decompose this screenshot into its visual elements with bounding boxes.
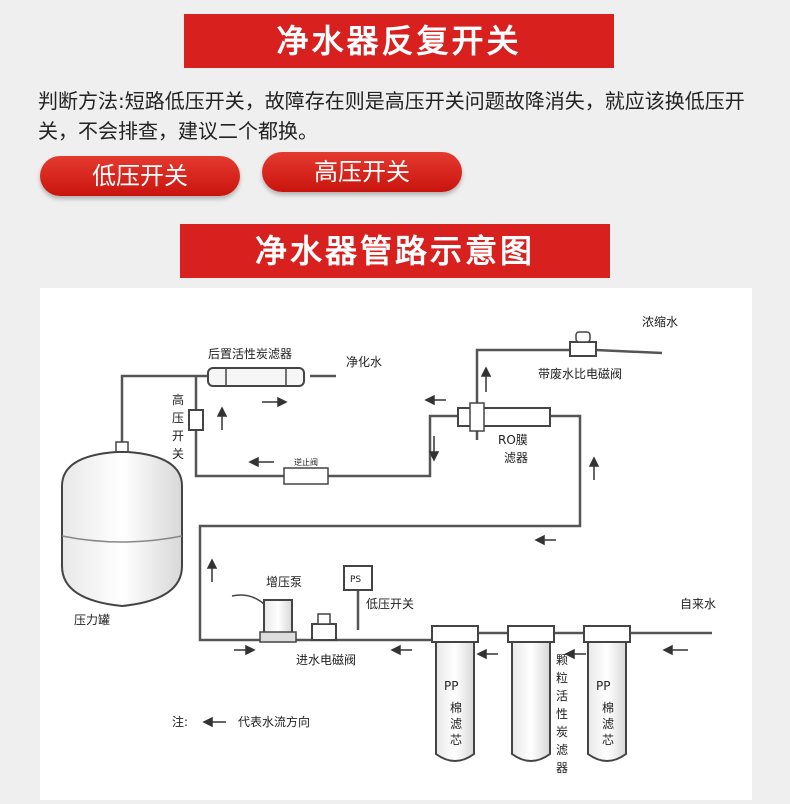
- waste-ratio-valve: [569, 341, 597, 357]
- pp-filter-1-label: PP: [444, 679, 458, 693]
- arrow-icon: [534, 534, 556, 546]
- pipeline-diagram-panel: RO膜 滤器 带废水比电磁阀 浓缩水 后置活性炭滤器 净化水 高 压 开 关 逆…: [40, 288, 752, 800]
- arrow-icon: [588, 456, 600, 480]
- arrow-icon: [428, 436, 440, 462]
- arrow-icon: [234, 644, 256, 656]
- arrow-icon: [390, 644, 412, 656]
- pipe-tank-to-post-carbon: [120, 374, 208, 446]
- low-pressure-switch-label: 低压开关: [366, 597, 414, 611]
- granular-carbon-filter-label: 颗 粒 活 性 炭 滤 器: [556, 653, 568, 775]
- svg-text:棉: 棉: [450, 701, 462, 715]
- svg-text:芯: 芯: [602, 733, 614, 747]
- svg-text:开: 开: [172, 429, 184, 443]
- svg-text:器: 器: [556, 761, 568, 775]
- arrow-icon: [564, 648, 586, 660]
- booster-pump-label: 增压泵: [266, 575, 302, 589]
- arrow-icon: [248, 456, 274, 468]
- purified-water-label: 净化水: [346, 355, 382, 369]
- arrow-icon: [480, 366, 492, 392]
- svg-text:性: 性: [556, 707, 568, 721]
- arrow-icon: [206, 558, 218, 582]
- diagnosis-description: 判断方法:短路低压开关，故障存在则是高压开关问题故降消失，就应该换低压开关，不会…: [38, 89, 745, 143]
- pipe-concentrate-outlet: [595, 348, 663, 355]
- high-pressure-switch-button[interactable]: 高压开关: [262, 152, 462, 192]
- pp-filter-1-text: 棉 滤 芯: [450, 701, 462, 747]
- check-valve-label: 逆止阀: [294, 457, 318, 467]
- inlet-solenoid-valve: [311, 623, 337, 641]
- svg-text:活: 活: [556, 689, 568, 703]
- waste-ratio-valve-label: 带废水比电磁阀: [538, 366, 622, 381]
- pipes: [120, 348, 712, 642]
- svg-text:滤: 滤: [556, 743, 568, 757]
- concentrate-water-label: 浓缩水: [642, 314, 678, 329]
- pp-filter-2-text: 棉 滤 芯: [602, 701, 614, 747]
- legend-arrow-icon: [202, 716, 226, 728]
- svg-text:关: 关: [172, 447, 184, 461]
- arrow-icon: [262, 396, 288, 408]
- pp-filter-1: [431, 625, 479, 762]
- heading-pipeline-diagram: 净水器管路示意图: [180, 224, 610, 278]
- legend-flow-direction: 代表水流方向: [238, 714, 310, 729]
- svg-text:滤: 滤: [450, 717, 462, 731]
- ro-membrane-label: RO膜: [498, 433, 528, 447]
- ro-membrane-endcap: [469, 402, 485, 432]
- waste-ratio-valve-coil: [575, 331, 591, 343]
- svg-text:芯: 芯: [450, 733, 462, 747]
- pp-filter-2-label: PP: [596, 679, 610, 693]
- arrow-icon: [424, 394, 446, 406]
- low-pressure-switch-button[interactable]: 低压开关: [40, 156, 240, 196]
- heading-repeated-switching: 净水器反复开关: [184, 14, 614, 68]
- granular-carbon-filter: [507, 625, 555, 762]
- svg-text:炭: 炭: [556, 725, 568, 739]
- arrow-icon: [216, 406, 228, 430]
- svg-text:滤: 滤: [602, 717, 614, 731]
- svg-text:高: 高: [172, 392, 184, 407]
- pressure-tank-label: 压力罐: [74, 613, 110, 627]
- arrow-icon: [662, 644, 688, 656]
- svg-text:粒: 粒: [556, 670, 568, 685]
- high-pressure-switch-label: 高 压 开 关: [172, 392, 184, 461]
- low-pressure-switch-ps: [343, 565, 373, 591]
- tap-water-label: 自来水: [680, 597, 716, 611]
- svg-text:压: 压: [172, 411, 184, 425]
- svg-text:棉: 棉: [602, 701, 614, 715]
- arrow-icon: [476, 648, 498, 660]
- flow-arrows: [206, 366, 688, 660]
- inlet-solenoid-valve-label: 进水电磁阀: [296, 652, 356, 667]
- ro-membrane-filter-label: 滤器: [504, 451, 528, 465]
- legend-note-label: 注:: [172, 714, 188, 729]
- booster-pump: [231, 594, 297, 643]
- svg-text:颗: 颗: [556, 653, 568, 667]
- post-carbon-filter: [207, 367, 305, 387]
- post-carbon-filter-label: 后置活性炭滤器: [208, 347, 292, 361]
- high-pressure-switch: [188, 409, 204, 431]
- check-valve: [283, 467, 329, 485]
- pipe-ro-to-tank: [194, 376, 458, 478]
- pipeline-diagram: RO膜 滤器 带废水比电磁阀 浓缩水 后置活性炭滤器 净化水 高 压 开 关 逆…: [61, 314, 716, 775]
- pipe-main-loop: [198, 414, 582, 642]
- ps-label: PS: [350, 575, 361, 585]
- pp-filter-2: [583, 625, 631, 762]
- pressure-tank: [61, 441, 183, 608]
